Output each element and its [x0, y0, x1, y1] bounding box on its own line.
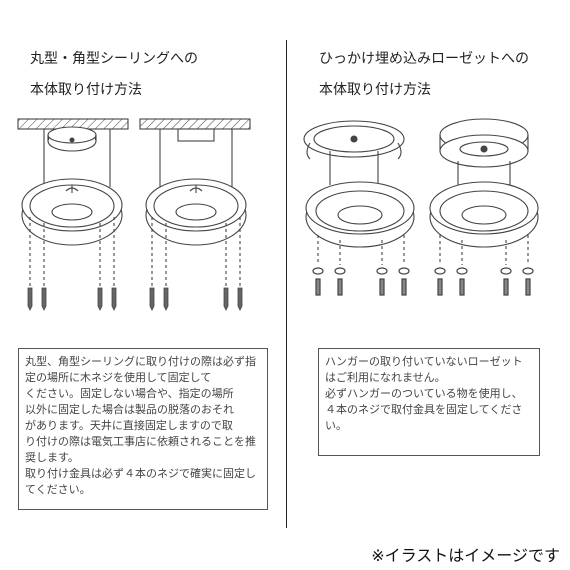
round-ceiling-unit — [17, 118, 129, 290]
left-note-line-1: 丸型、角型シーリングに取り付けの際は必ず指定の場所に木ネジを使用して固定して — [25, 355, 256, 384]
left-title-line-1: 丸型・角型シーリングへの — [30, 51, 198, 67]
right-note-line-1: ハンガーの取り付いていないローゼットはご利用になれません。 — [325, 355, 523, 384]
right-note-box: ハンガーの取り付いていないローゼットはご利用になれません。 必ずハンガーのついて… — [318, 348, 540, 456]
square-ceiling-unit — [139, 118, 251, 290]
embedded-rosette-unit — [429, 118, 539, 265]
right-title: ひっかけ埋め込みローゼットへの 本体取り付け方法 — [319, 44, 529, 106]
right-title-line-1: ひっかけ埋め込みローゼットへの — [319, 51, 529, 67]
left-title-line-2: 本体取り付け方法 — [30, 82, 142, 98]
section-divider — [286, 40, 287, 528]
screw-icons-left — [27, 287, 117, 311]
left-title: 丸型・角型シーリングへの 本体取り付け方法 — [30, 44, 198, 106]
hook-rosette-unit — [303, 120, 415, 265]
washer-screw-icons — [312, 267, 410, 296]
left-note-box: 丸型、角型シーリングに取り付けの際は必ず指定の場所に木ネジを使用して固定して く… — [18, 348, 268, 510]
left-note-line-4: があります。天井に直接固定しますので取 — [25, 419, 233, 432]
illustration-disclaimer: ※イラストはイメージです — [371, 546, 560, 565]
left-note-line-2: ください。固定しない場合や、指定の場所 — [25, 387, 234, 400]
right-note-line-2: 必ずハンガーのついている物を使用し、４本のネジで取付金具を固定してください。 — [325, 387, 523, 432]
left-note-line-6: 取り付け金具は必ず４本のネジで確実に固定してください。 — [25, 467, 256, 496]
right-title-line-2: 本体取り付け方法 — [319, 82, 431, 98]
left-note-line-5: り付けの際は電気工事店に依頼されることを推奨します。 — [25, 435, 256, 464]
rosette-mount-illustration — [303, 118, 539, 296]
ceiling-mount-illustration — [17, 118, 251, 311]
left-note-line-3: 以外に固定した場合は製品の脱落のおそれ — [25, 403, 234, 416]
